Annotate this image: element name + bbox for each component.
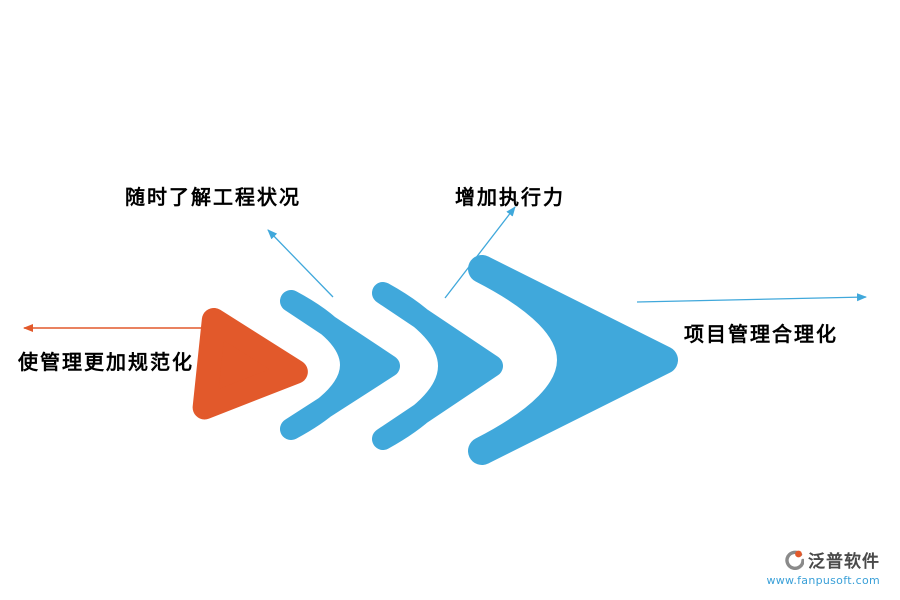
fanpu-logo-icon	[785, 550, 804, 570]
label-rationalize: 项目管理合理化	[684, 322, 838, 346]
blue-chevron-1	[280, 290, 400, 440]
brand-name: 泛普软件	[808, 552, 880, 572]
label-monitor: 随时了解工程状况	[125, 185, 301, 209]
label-standardize: 使管理更加规范化	[18, 350, 194, 374]
callout-line-execution	[444, 206, 516, 299]
label-execution: 增加执行力	[455, 185, 565, 209]
blue-chevron-3	[468, 255, 678, 465]
brand-row: 泛普软件	[766, 547, 880, 572]
blue-chevron-2	[372, 282, 503, 450]
brand-url: www.fanpusoft.com	[766, 574, 880, 587]
orange-arrow-shape	[192, 307, 308, 420]
callout-line-rationalize	[636, 293, 867, 303]
brand-logo: 泛普软件 www.fanpusoft.com	[766, 547, 880, 587]
callout-line-monitor	[267, 229, 334, 298]
